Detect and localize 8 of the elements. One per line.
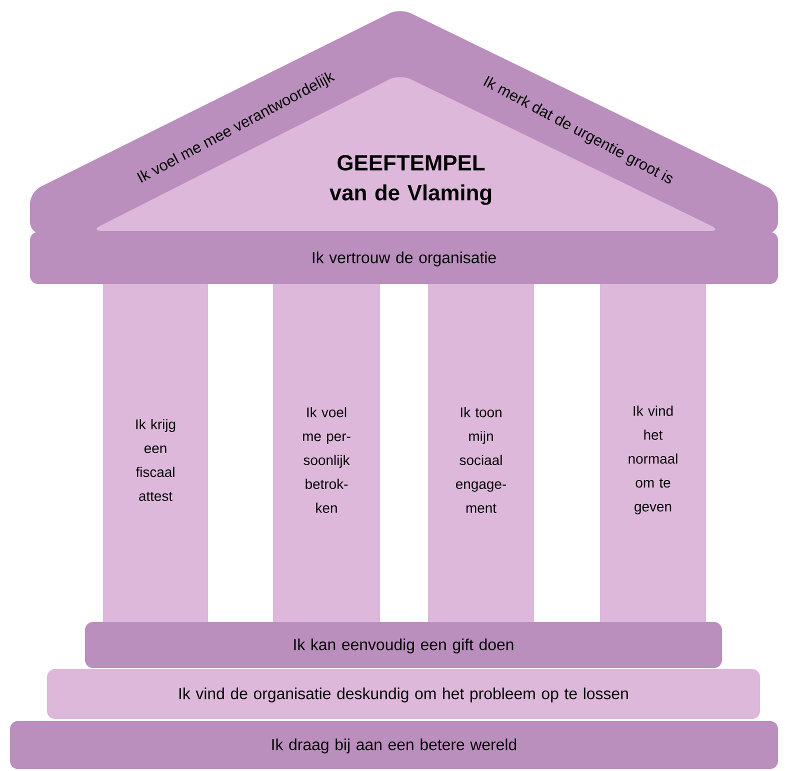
pillar: Ik krijg een fiscaal attest [103,284,208,622]
pillar: Ik vind het normaal om te geven [600,284,706,622]
step-band: Ik kan eenvoudig een gift doen [85,622,722,668]
pillar: Ik toon mijn sociaal engage- ment [428,284,534,622]
step-band: Ik vind de organisatie deskundig om het probleem op te lossen [47,668,760,719]
step-band: Ik draag bij aan een betere wereld [10,720,778,769]
step-band: Ik vertrouw de organisatie [30,232,778,284]
pillar: Ik voel me per- soonlijk betrok- ken [273,284,380,622]
